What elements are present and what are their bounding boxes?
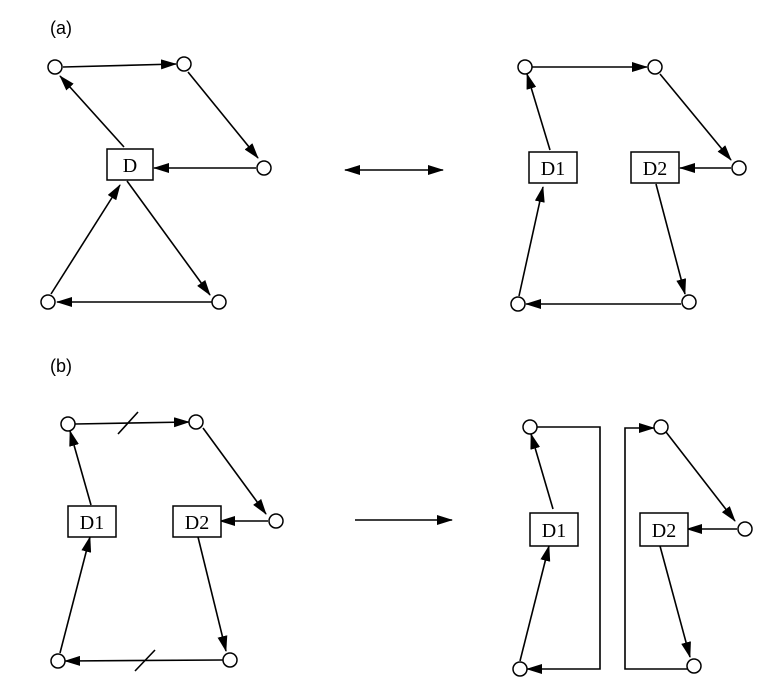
- edge: [659, 545, 691, 658]
- panel-a-left-graph: D: [40, 56, 272, 310]
- panel-b-right-graph: D1 D2: [512, 419, 753, 677]
- panel-a-right-graph: D1 D2: [510, 59, 747, 312]
- edge: [202, 427, 267, 515]
- decision-box-d2: [630, 151, 680, 184]
- edge: [69, 430, 92, 506]
- box-label: D2: [643, 158, 667, 180]
- cut-mark: [117, 411, 139, 435]
- edge: [59, 536, 92, 654]
- graph-node: [731, 160, 747, 176]
- decision-box-d1: [528, 151, 578, 184]
- graph-node: [510, 296, 526, 312]
- edge: [74, 417, 190, 428]
- graph-node: [268, 513, 284, 529]
- box-label: D1: [541, 158, 565, 180]
- graph-node: [686, 658, 702, 674]
- box-label: D: [123, 155, 137, 177]
- graph-node: [512, 661, 528, 677]
- decision-box-d1: [67, 505, 117, 538]
- edge: [50, 184, 121, 295]
- graph-node: [737, 521, 753, 537]
- graph-node: [176, 56, 192, 72]
- graph-node: [647, 59, 663, 75]
- edge: [530, 433, 554, 510]
- box-label: D1: [80, 512, 104, 534]
- edge: [526, 426, 601, 674]
- edge: [519, 545, 551, 662]
- graph-node: [222, 652, 238, 668]
- decision-box: [106, 148, 154, 181]
- edge: [126, 180, 211, 296]
- graph-node: [60, 416, 76, 432]
- edge: [665, 431, 736, 522]
- panel-label-b: (b): [50, 356, 72, 376]
- edge: [526, 73, 551, 151]
- edge: [659, 73, 732, 161]
- edge: [59, 75, 125, 148]
- graph-node: [47, 59, 63, 75]
- box-label: D2: [652, 520, 676, 542]
- decision-box-d1: [529, 512, 579, 547]
- graph-node: [211, 294, 227, 310]
- edge: [197, 536, 228, 652]
- graph-node: [256, 160, 272, 176]
- graph-node: [522, 419, 538, 435]
- edge: [624, 423, 700, 670]
- edge: [655, 183, 687, 295]
- edge: [518, 186, 545, 297]
- cut-mark: [134, 649, 156, 672]
- decision-box-d2: [639, 512, 689, 547]
- graph-node: [653, 419, 669, 435]
- edge: [62, 59, 177, 70]
- panel-b-left-graph: D1 D2: [50, 411, 284, 672]
- graph-node: [681, 294, 697, 310]
- decision-box-d2: [172, 505, 222, 538]
- panel-label-a: (a): [50, 18, 72, 38]
- box-label: D1: [542, 520, 566, 542]
- graph-node: [188, 414, 204, 430]
- graph-node: [50, 653, 66, 669]
- graph-node: [517, 59, 533, 75]
- graph-node: [40, 294, 56, 310]
- edge: [187, 71, 259, 159]
- box-label: D2: [185, 512, 209, 534]
